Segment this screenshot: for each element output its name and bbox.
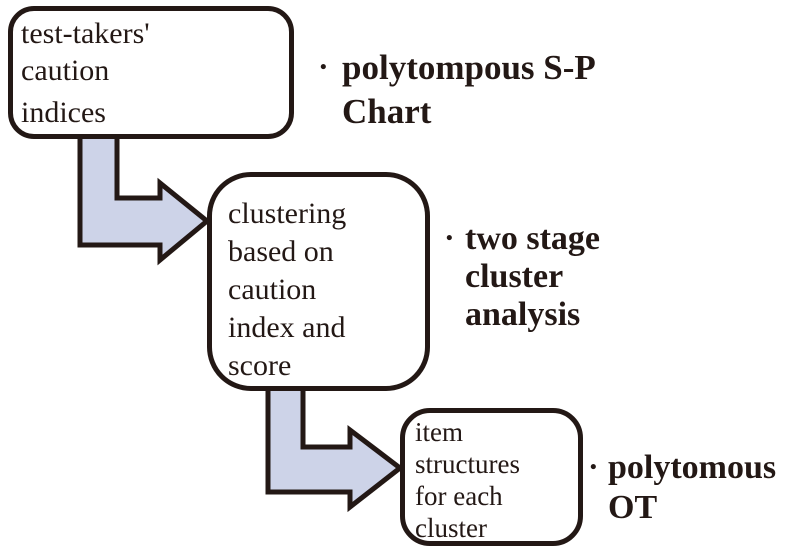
node-test-takers-caution-indices: test-takers' caution indices — [8, 6, 294, 139]
node-text-line: score — [228, 349, 292, 382]
node-text-line: clustering — [228, 197, 347, 230]
node-text-line: based on — [228, 235, 334, 268]
node-text-line: for each — [415, 481, 503, 511]
elbow-arrow-1-icon — [77, 130, 211, 266]
annotation-text-line: OT — [608, 489, 658, 526]
annotation-text-line: analysis — [465, 296, 581, 333]
annotation-text-line: polytomous — [608, 449, 777, 486]
bullet-icon: • — [590, 457, 597, 478]
elbow-arrow-2-icon — [265, 377, 405, 513]
annotation-text-line: Chart — [342, 92, 432, 131]
annotation-polytomous-ot: • polytomous OT — [590, 448, 776, 528]
node-text-line: item — [415, 417, 463, 447]
node-text-line: cluster — [415, 513, 487, 543]
node-text-line: structures — [415, 449, 520, 479]
annotation-two-stage-cluster-analysis: • two stage cluster analysis — [446, 220, 600, 334]
node-text-line: caution — [21, 54, 110, 87]
node-text-line: indices — [21, 96, 106, 129]
node-text-line: caution — [228, 273, 317, 306]
node-text-line: index and — [228, 311, 346, 344]
bullet-icon: • — [320, 57, 327, 78]
bullet-icon: • — [446, 228, 453, 249]
annotation-text: polytomous OT — [608, 448, 776, 528]
node-clustering-based-on-caution-index-and-score: clustering based on caution index and sc… — [207, 172, 430, 391]
annotation-text-line: cluster — [465, 258, 564, 295]
node-text-line: test-takers' — [21, 17, 150, 50]
annotation-text: two stage cluster analysis — [465, 220, 600, 334]
annotation-text: polytompous S-P Chart — [342, 46, 596, 134]
annotation-text-line: two stage — [465, 220, 601, 257]
annotation-polytompous-sp-chart: • polytompous S-P Chart — [320, 46, 596, 134]
node-item-structures-for-each-cluster: item structures for each cluster — [400, 408, 583, 546]
annotation-text-line: polytompous S-P — [342, 48, 596, 87]
